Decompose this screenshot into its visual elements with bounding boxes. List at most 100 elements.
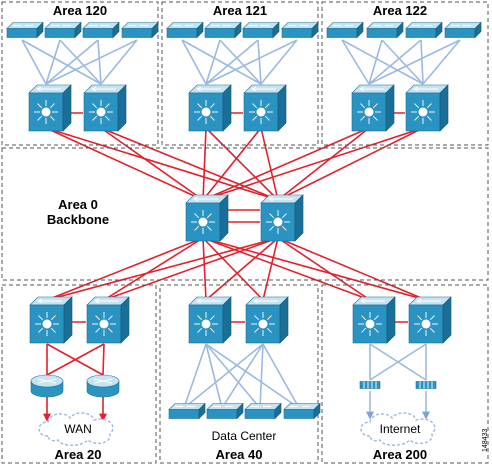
area-120-access-1-to-dist-0-link <box>45 39 61 85</box>
area-120-access-3-to-dist-1-link <box>100 39 138 85</box>
area-121-access-switch-4 <box>281 21 319 39</box>
devices-layer: WAN Internet <box>6 21 482 446</box>
area-121-box <box>161 1 319 146</box>
area-121-access-0-to-dist-1-link <box>181 39 262 85</box>
area-20-distribution-switch-1 <box>29 296 73 344</box>
area-200-label: Area 200 <box>373 447 427 462</box>
core-switch-1 <box>185 194 229 242</box>
area-40-distribution-switch-1 <box>188 296 232 344</box>
area-121-dist-0-to-core-0-link <box>202 127 207 201</box>
area-120-access-switch-4 <box>121 21 159 39</box>
area-200-distribution-switch-2 <box>408 296 452 344</box>
area-120-access-0-to-dist-1-link <box>21 39 102 85</box>
core-switch-2 <box>260 194 304 242</box>
backbone-label: Backbone <box>47 212 109 227</box>
area-120-dist-1-to-core-0-link <box>100 127 204 201</box>
area-200-dist-0-to-core-1-link <box>277 237 371 301</box>
area-122-dist-0-to-core-0-link <box>202 127 370 201</box>
area-200-firewall-2 <box>415 381 437 389</box>
area-122-access-3-to-dist-1-link <box>422 39 461 85</box>
area-200-box <box>321 284 489 464</box>
area-121-access-2-to-dist-0-link <box>205 39 259 85</box>
area-122-access-1-to-dist-0-link <box>368 39 383 85</box>
area-120-access-2-to-dist-0-link <box>45 39 99 85</box>
area-40-dist-1-to-access-1-link <box>221 343 264 409</box>
links-layer <box>21 39 461 422</box>
area-120-access-switch-1 <box>6 21 44 39</box>
area-122-access-switch-1 <box>326 21 364 39</box>
area-121-dist-0-to-core-1-link <box>205 127 279 201</box>
wan-cloud: WAN <box>38 412 114 446</box>
area-121-access-switch-2 <box>204 21 242 39</box>
area-120-access-switch-2 <box>44 21 82 39</box>
figure-id-label: 148433 <box>482 429 489 452</box>
area-20-distribution-switch-2 <box>86 296 130 344</box>
area-122-dist-0-to-core-1-link <box>277 127 370 201</box>
area-40-dist-0-to-access-1-link <box>205 343 223 409</box>
area-122-access-switch-4 <box>444 21 482 39</box>
area-121-dist-1-to-core-0-link <box>202 127 262 201</box>
area-122-distribution-switch-1 <box>351 84 395 132</box>
area-122-access-switch-3 <box>405 21 443 39</box>
area-40-dist-0-to-access-0-link <box>183 343 207 409</box>
area-122-access-0-to-dist-1-link <box>341 39 424 85</box>
area-121-access-3-to-dist-0-link <box>205 39 298 85</box>
area-20-dist-0-to-core-1-link <box>46 237 279 301</box>
area-120-distribution-switch-2 <box>83 84 127 132</box>
wan-label: WAN <box>64 422 92 436</box>
area-40-access-switch-3 <box>244 402 282 420</box>
area-40-dist-1-to-access-0-link <box>183 343 264 409</box>
data-center-label: Data Center <box>212 429 277 443</box>
area-122-label: Area 122 <box>373 3 427 18</box>
area-122-dist-1-to-core-0-link <box>202 127 424 201</box>
area-40-access-switch-4 <box>283 402 321 420</box>
area-20-dist-1-to-core-1-link <box>103 237 279 301</box>
area-121-access-2-to-dist-1-link <box>257 39 262 85</box>
area-40-access-switch-1 <box>168 402 206 420</box>
area-120-box <box>1 1 159 146</box>
area-122-access-3-to-dist-0-link <box>368 39 461 85</box>
area-40-dist-0-to-core-0-link <box>202 237 207 301</box>
area-20-box <box>1 284 157 464</box>
area-120-dist-0-to-core-1-link <box>45 127 279 201</box>
area-200-firewall-1 <box>359 381 381 389</box>
internet-cloud: Internet <box>360 412 436 446</box>
area-0-box <box>1 147 489 281</box>
area-121-access-0-to-dist-0-link <box>181 39 207 85</box>
area-40-dist-1-to-access-3-link <box>262 343 300 409</box>
area-122-dist-1-to-core-1-link <box>277 127 424 201</box>
area-40-dist-1-to-core-1-link <box>262 237 279 301</box>
area-40-distribution-switch-2 <box>245 296 289 344</box>
area-40-access-switch-2 <box>206 402 244 420</box>
labels-layer: Area 120 Area 121 Area 122 Area 0 Backbo… <box>47 3 489 462</box>
area-40-dist-0-to-core-1-link <box>205 237 279 301</box>
area-121-distribution-switch-1 <box>188 84 232 132</box>
area-120-dist-1-to-core-1-link <box>100 127 279 201</box>
area-20-router-1 <box>30 374 64 398</box>
area-120-access-3-to-dist-0-link <box>45 39 138 85</box>
area-120-access-0-to-dist-0-link <box>21 39 47 85</box>
area-40-label: Area 40 <box>216 447 263 462</box>
area-40-dist-1-to-core-0-link <box>202 237 264 301</box>
area-200-dist-0-to-core-0-link <box>202 237 371 301</box>
area-120-dist-0-to-core-0-link <box>45 127 204 201</box>
area-120-label: Area 120 <box>53 3 107 18</box>
area-20-dist-1-to-core-0-link <box>103 237 204 301</box>
area-20-label: Area 20 <box>55 447 102 462</box>
area-122-access-2-to-dist-1-link <box>420 39 424 85</box>
area-122-access-1-to-dist-1-link <box>381 39 424 85</box>
area-121-access-3-to-dist-1-link <box>260 39 298 85</box>
area-122-distribution-switch-2 <box>405 84 449 132</box>
area-122-access-2-to-dist-0-link <box>368 39 422 85</box>
area-122-access-0-to-dist-0-link <box>341 39 370 85</box>
area-122-access-switch-2 <box>366 21 404 39</box>
area-200-distribution-switch-1 <box>352 296 396 344</box>
area-121-access-switch-1 <box>166 21 204 39</box>
internet-label: Internet <box>380 422 421 436</box>
area-121-distribution-switch-2 <box>243 84 287 132</box>
area-120-access-2-to-dist-1-link <box>97 39 102 85</box>
area-121-dist-1-to-core-1-link <box>260 127 279 201</box>
area-200-dist-1-to-core-1-link <box>277 237 427 301</box>
